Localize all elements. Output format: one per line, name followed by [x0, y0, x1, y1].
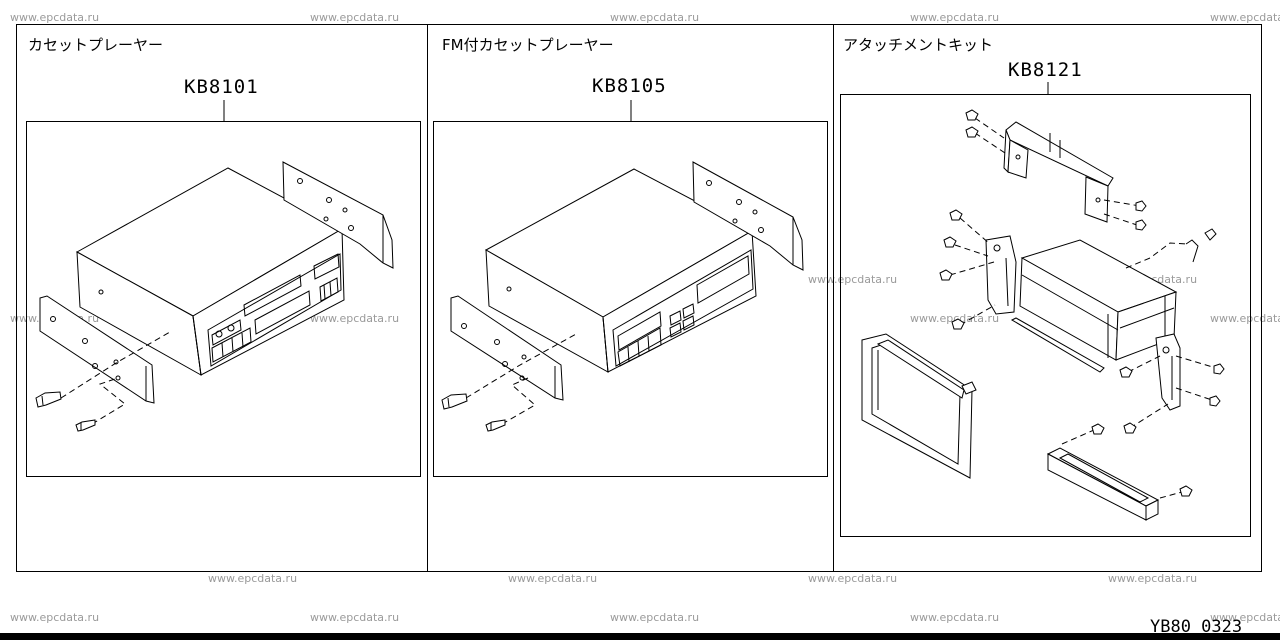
screw	[1119, 366, 1133, 378]
left-mounting-bracket	[450, 295, 564, 401]
screw-dash-lines	[60, 331, 171, 425]
fm-cassette-player-unit	[484, 168, 757, 373]
part-box	[26, 121, 421, 477]
nut	[1135, 200, 1147, 212]
screw	[951, 318, 965, 330]
right-side-bracket	[1155, 333, 1181, 411]
trim-frame	[861, 333, 977, 479]
watermark: www.epcdata.ru	[910, 312, 999, 325]
screw-dash-lines	[1125, 242, 1187, 269]
screw-dash-lines	[465, 332, 579, 425]
watermark: www.epcdata.ru	[808, 572, 897, 585]
mounting-sleeve	[1019, 239, 1178, 361]
watermark: www.epcdata.ru	[910, 11, 999, 24]
screw	[939, 269, 953, 281]
watermark: www.epcdata.ru	[508, 572, 597, 585]
panel-attachment-kit: アタッチメントキット KB8121	[840, 36, 1251, 537]
watermark: www.epcdata.ru	[808, 273, 897, 286]
wire-clip	[1185, 228, 1217, 263]
part-number: KB8121	[1008, 59, 1083, 81]
part-number: KB8101	[184, 76, 259, 98]
pocket-tray	[1046, 447, 1160, 521]
screw-dash-lines	[1061, 429, 1183, 499]
nut	[1213, 363, 1225, 375]
screw-dash-lines	[974, 117, 1141, 227]
diagram-code: YB80 0323	[1150, 617, 1242, 637]
panel-fm-cassette-player: FM付カセットプレーヤー KB8105	[433, 36, 828, 477]
screw	[943, 236, 957, 248]
watermark: www.epcdata.ru	[310, 312, 399, 325]
outer-frame	[16, 24, 1262, 572]
watermark: www.epcdata.ru	[208, 572, 297, 585]
screw	[1179, 485, 1193, 497]
part-box	[840, 94, 1251, 537]
watermark: www.epcdata.ru	[610, 11, 699, 24]
screw	[949, 209, 963, 221]
screw	[1123, 422, 1137, 434]
watermark: www.epcdata.ru	[1210, 312, 1280, 325]
rail	[1010, 317, 1105, 373]
right-mounting-bracket	[282, 161, 394, 269]
watermark: www.epcdata.ru	[10, 611, 99, 624]
part-number: KB8105	[592, 75, 667, 97]
screw	[485, 419, 506, 432]
screw-dash-lines	[949, 217, 996, 326]
left-side-bracket	[985, 235, 1017, 315]
panel-title: アタッチメントキット	[843, 36, 993, 54]
left-mounting-bracket	[39, 295, 155, 404]
watermark: www.epcdata.ru	[310, 11, 399, 24]
panel-title: カセットプレーヤー	[28, 36, 163, 54]
right-mounting-bracket	[692, 161, 804, 271]
cassette-player-unit	[75, 167, 345, 376]
bottom-strip	[0, 633, 1280, 640]
watermark: www.epcdata.ru	[610, 611, 699, 624]
watermark: www.epcdata.ru	[310, 611, 399, 624]
nut	[1209, 395, 1221, 407]
watermark: www.epcdata.ru	[910, 611, 999, 624]
top-bracket	[1003, 121, 1114, 223]
screw	[965, 109, 979, 121]
panel-cassette-player: カセットプレーヤー KB8101	[26, 36, 421, 477]
watermark: www.epcdata.ru	[10, 11, 99, 24]
screw	[35, 391, 62, 408]
screw	[1091, 423, 1105, 435]
screw	[965, 126, 979, 138]
screw	[441, 393, 468, 410]
screw-dash-lines	[1127, 355, 1217, 429]
watermark: www.epcdata.ru	[1108, 572, 1197, 585]
panel-title: FM付カセットプレーヤー	[442, 36, 614, 54]
screw	[75, 419, 96, 432]
nut	[1135, 219, 1147, 231]
watermark: www.epcdata.ru	[1210, 611, 1280, 624]
part-box	[433, 121, 828, 477]
watermark: www.epcdata.ru	[1210, 11, 1280, 24]
